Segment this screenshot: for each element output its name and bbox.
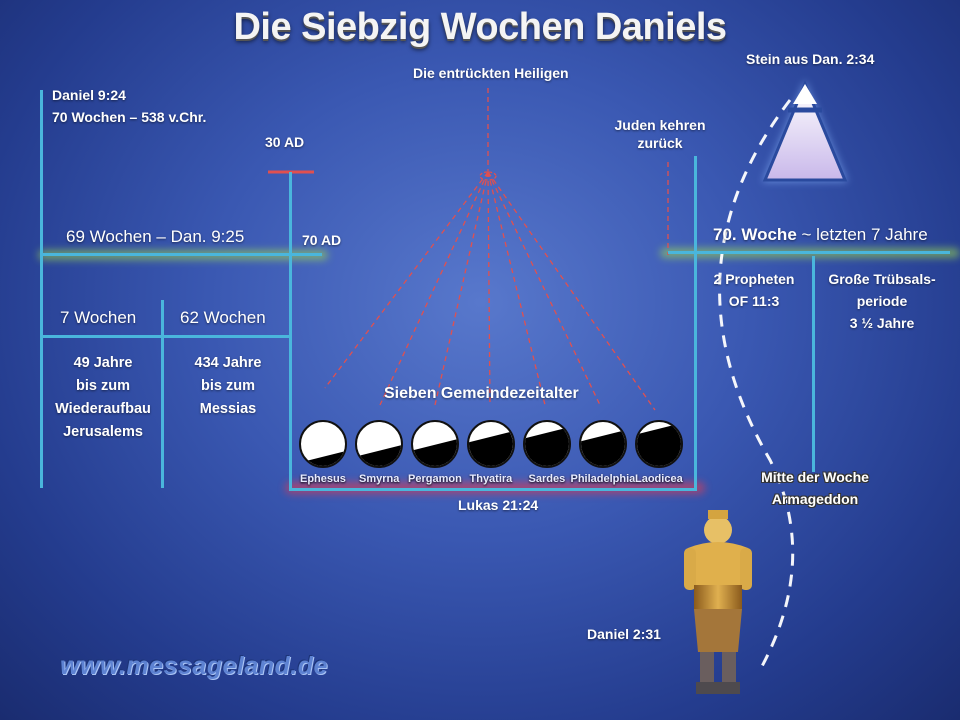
era-label-philadelphia: Philadelphia	[570, 473, 636, 485]
label-49-jahre-l3: Wiederaufbau	[55, 401, 151, 417]
label-7-wochen: 7 Wochen	[60, 308, 137, 327]
line-70ad	[289, 172, 292, 490]
era-disc-fill	[525, 422, 569, 466]
label-truebsal-l3: 3 ½ Jahre	[849, 315, 915, 331]
label-juden: Juden kehren zurück	[600, 116, 720, 152]
website-watermark: www.messageland.de	[60, 652, 328, 680]
era-disc-thyatira	[467, 420, 515, 468]
era-disc-sardes	[523, 420, 571, 468]
label-mitte: Mitte der Woche Armageddon	[730, 466, 900, 510]
label-434-jahre-l1: 434 Jahre	[194, 355, 262, 371]
line-daniel924	[40, 90, 43, 488]
label-propheten-l2: OF 11:3	[728, 293, 780, 309]
era-disc-smyrna	[355, 420, 403, 468]
label-62-wochen: 62 Wochen	[180, 308, 266, 327]
label-daniel924: Daniel 9:24	[52, 87, 126, 103]
era-label-smyrna: Smyrna	[359, 473, 400, 485]
era-label-ephesus: Ephesus	[300, 473, 346, 485]
label-propheten-l1: 2 Propheten	[713, 271, 795, 287]
era-disc-fill	[413, 432, 457, 466]
label-juden-line2: zurück	[637, 135, 683, 151]
era-disc-pergamon	[411, 420, 459, 468]
line-juden	[694, 156, 697, 490]
label-49-jahre-l2: bis zum	[76, 378, 130, 394]
label-juden-line1: Juden kehren	[614, 117, 706, 133]
era-disc-fill	[637, 422, 681, 466]
line-69-wochen	[40, 253, 322, 256]
rapture-point	[479, 171, 497, 181]
stone-icon	[762, 80, 848, 182]
era-disc-philadelphia	[579, 420, 627, 468]
label-70-woche-rest: ~ letzten 7 Jahre	[796, 225, 928, 244]
era-disc-fill	[301, 444, 345, 466]
era-disc-laodicea	[635, 420, 683, 468]
label-49-jahre-l4: Jerusalems	[63, 424, 143, 440]
label-heiligen: Die entrückten Heiligen	[413, 65, 569, 81]
line-62-wochen-start	[161, 300, 164, 488]
line-7-62-wochen	[40, 335, 292, 338]
label-434-jahre-l3: Messias	[199, 401, 257, 417]
label-propheten: 2 Propheten OF 11:3	[698, 268, 810, 312]
rapture-lines	[324, 88, 669, 411]
era-label-sardes: Sardes	[528, 473, 566, 485]
stone-path	[718, 99, 795, 671]
label-434-jahre-l2: bis zum	[201, 378, 255, 394]
label-30ad: 30 AD	[265, 134, 305, 150]
label-truebsal-l1: Große Trübsals-	[828, 271, 936, 287]
era-disc-fill	[469, 425, 513, 466]
label-gemeinde: Sieben Gemeindezeitalter	[384, 385, 579, 402]
era-disc-fill	[581, 424, 625, 466]
line-gemeinde-base	[289, 488, 697, 491]
era-disc-fill	[357, 438, 401, 466]
era-label-pergamon: Pergamon	[408, 473, 462, 485]
label-truebsal-l2: periode	[856, 293, 908, 309]
label-70-woche-bold: 70. Woche	[713, 225, 797, 244]
era-label-laodicea: Laodicea	[635, 473, 683, 485]
label-daniel231: Daniel 2:31	[587, 626, 661, 642]
line-truebsal	[812, 256, 815, 472]
label-49-jahre: 49 Jahre bis zum Wiederaufbau Jerusalems	[40, 352, 166, 444]
label-truebsal: Große Trübsals- periode 3 ½ Jahre	[814, 268, 950, 334]
label-70-woche: 70. Woche ~ letzten 7 Jahre	[713, 226, 928, 244]
label-70ad: 70 AD	[302, 232, 342, 248]
label-lukas: Lukas 21:24	[458, 497, 539, 513]
label-49-jahre-l1: 49 Jahre	[73, 355, 133, 371]
label-69-wochen: 69 Wochen – Dan. 9:25	[66, 227, 245, 246]
label-70-wochen: 70 Wochen – 538 v.Chr.	[52, 109, 207, 125]
statue-icon	[684, 510, 752, 694]
page-title: Die Siebzig Wochen Daniels	[233, 6, 727, 48]
label-434-jahre: 434 Jahre bis zum Messias	[166, 352, 290, 421]
label-mitte-l2: Armageddon	[771, 491, 859, 507]
era-label-thyatira: Thyatira	[469, 473, 513, 485]
label-stein: Stein aus Dan. 2:34	[746, 51, 875, 67]
label-mitte-l1: Mitte der Woche	[761, 469, 869, 485]
line-70-woche	[668, 251, 950, 254]
era-disc-ephesus	[299, 420, 347, 468]
